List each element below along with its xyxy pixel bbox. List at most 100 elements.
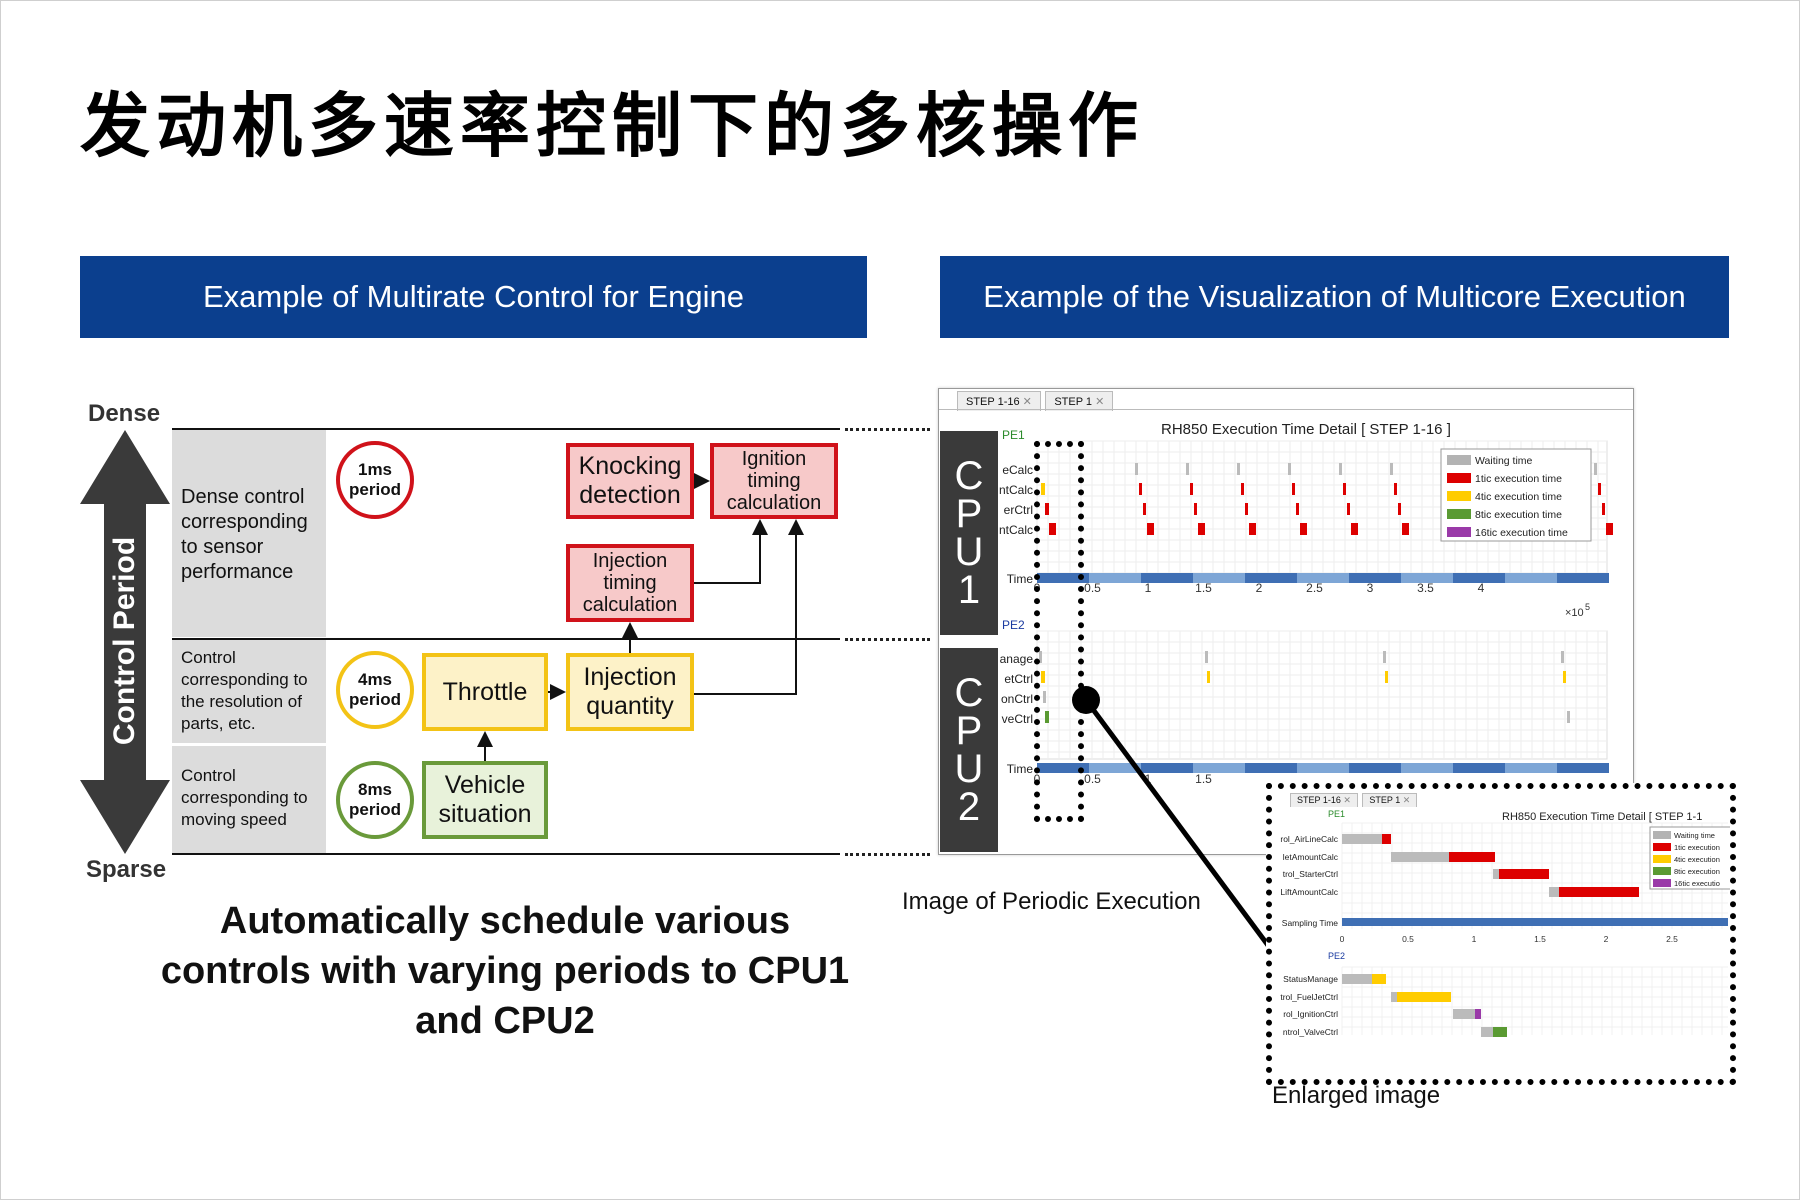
ignition-timing-block: Ignition timing calculation — [710, 443, 838, 519]
exec-bar — [1391, 992, 1397, 1002]
sampling-time-bar — [1557, 573, 1609, 583]
close-icon[interactable]: ✕ — [1343, 795, 1351, 805]
chart-title: RH850 Execution Time Detail [ STEP 1-16 … — [1161, 421, 1451, 438]
tab-label: STEP 1 — [1054, 396, 1093, 408]
exec-bar — [1493, 869, 1499, 879]
exec-mark — [1143, 503, 1146, 515]
legend-entry: Waiting time — [1475, 455, 1533, 467]
x-tick-label: 0.5 — [1084, 581, 1101, 595]
tab-step-1[interactable]: STEP 1 ✕ — [1362, 793, 1418, 807]
pe1-row-label: Time — [1007, 572, 1034, 586]
control-period-arrow — [80, 430, 170, 854]
exec-mark — [1563, 671, 1566, 683]
close-icon[interactable]: ✕ — [1402, 795, 1411, 805]
x-tick-label: 0.5 — [1402, 934, 1414, 944]
waiting-mark — [1135, 463, 1138, 475]
exec-mark — [1561, 651, 1564, 663]
exec-bar — [1493, 1027, 1507, 1037]
period-value: 1ms — [357, 460, 393, 479]
exec-bar — [1449, 852, 1495, 862]
legend-entry: 8tic execution time — [1475, 509, 1562, 521]
exec-bar — [1499, 869, 1549, 879]
pe2-row-label: etCtrl — [1004, 672, 1033, 686]
sampling-time-bar — [1193, 573, 1245, 583]
bottom-dotted-connector — [845, 853, 930, 856]
legend-swatch — [1447, 455, 1471, 465]
sampling-time-bar — [1557, 763, 1609, 773]
tab-bar: STEP 1-16 ✕ STEP 1 ✕ — [957, 391, 1114, 411]
exec-mark — [1402, 523, 1409, 535]
pe2-row-label: StatusManage — [1283, 974, 1338, 984]
schedule-caption: Automatically schedule various controls … — [160, 900, 850, 1042]
period-value: 4ms — [357, 670, 393, 689]
legend-swatch — [1447, 509, 1471, 519]
legend-entry: 8tic execution — [1674, 867, 1720, 876]
sampling-time-bar — [1342, 918, 1728, 926]
sampling-time-bar — [1505, 763, 1557, 773]
pe2-label: PE2 — [1002, 618, 1025, 632]
exec-mark — [1300, 523, 1307, 535]
waiting-mark — [1390, 463, 1393, 475]
cpu-letter: C — [954, 454, 984, 498]
pe1-row-label: eCalc — [1002, 463, 1033, 477]
cpu-letter: 2 — [957, 785, 981, 829]
pe2-label: PE2 — [1328, 951, 1345, 961]
legend-entry: 16tic executio — [1674, 879, 1720, 888]
exec-mark — [1385, 671, 1388, 683]
selection-highlight — [1034, 441, 1084, 822]
tab-label: STEP 1-16 — [1297, 795, 1341, 805]
exec-mark — [1045, 503, 1049, 515]
pe2-row-label: rol_IgnitionCtrl — [1283, 1009, 1338, 1019]
tab-step-1-16[interactable]: STEP 1-16 ✕ — [957, 391, 1041, 411]
exec-mark — [1207, 671, 1210, 683]
pe1-label: PE1 — [1328, 809, 1345, 819]
legend-swatch — [1447, 491, 1471, 501]
exec-bar — [1372, 974, 1386, 984]
exec-mark — [1602, 503, 1605, 515]
tab-step-1-16[interactable]: STEP 1-16 ✕ — [1290, 793, 1358, 807]
cpu-letter: C — [954, 671, 984, 715]
close-icon[interactable]: ✕ — [1022, 396, 1032, 408]
exec-bar — [1391, 852, 1449, 862]
period-value: 8ms — [357, 780, 393, 799]
left-banner: Example of Multirate Control for Engine — [80, 256, 867, 338]
cpu1-label: C P U 1 — [940, 431, 998, 635]
exec-bar — [1342, 974, 1372, 984]
period-unit: period — [349, 480, 401, 499]
sampling-time-bar — [1089, 573, 1141, 583]
enlarged-window: STEP 1-16 ✕ STEP 1 ✕ RH850 Execution Tim… — [1266, 783, 1736, 1085]
cpu-letter: P — [955, 492, 983, 536]
close-icon[interactable]: ✕ — [1095, 396, 1105, 408]
x-tick-label: 3 — [1367, 581, 1374, 595]
legend-entry: 4tic execution — [1674, 855, 1720, 864]
x-tick-label: 2.5 — [1666, 934, 1678, 944]
exec-bar — [1549, 887, 1559, 897]
pe1-row-label: LiftAmountCalc — [1280, 887, 1338, 897]
legend-entry: 1tic execution — [1674, 843, 1720, 852]
exec-bar — [1382, 834, 1391, 844]
x-tick-label: 0.5 — [1084, 772, 1101, 786]
x-tick-label: 1 — [1145, 772, 1152, 786]
cpu-letter: 1 — [957, 568, 981, 612]
sparse-label: Sparse — [86, 856, 167, 883]
cpu-letter: U — [954, 747, 984, 791]
pe2-row-label: ntrol_ValveCtrl — [1283, 1027, 1338, 1037]
waiting-mark — [1237, 463, 1240, 475]
exec-bar — [1475, 1009, 1481, 1019]
row1-desc-bg — [172, 430, 326, 637]
tab-divider — [939, 409, 1633, 410]
bottom-divider — [172, 853, 840, 855]
sampling-time-bar — [1141, 573, 1193, 583]
enlarged-chart-title: RH850 Execution Time Detail [ STEP 1-1 — [1502, 811, 1703, 823]
sampling-time-bar — [1453, 763, 1505, 773]
row1-desc: Dense control corresponding to sensor pe… — [181, 486, 308, 583]
legend-swatch — [1653, 831, 1671, 839]
sampling-time-bar — [1349, 763, 1401, 773]
exec-mark — [1598, 483, 1601, 495]
sampling-time-bar — [1037, 573, 1089, 583]
sampling-time-bar — [1297, 573, 1349, 583]
x-tick-label: 1 — [1472, 934, 1477, 944]
exec-bar — [1481, 1027, 1493, 1037]
exec-mark — [1205, 651, 1208, 663]
tab-step-1[interactable]: STEP 1 ✕ — [1045, 391, 1114, 411]
